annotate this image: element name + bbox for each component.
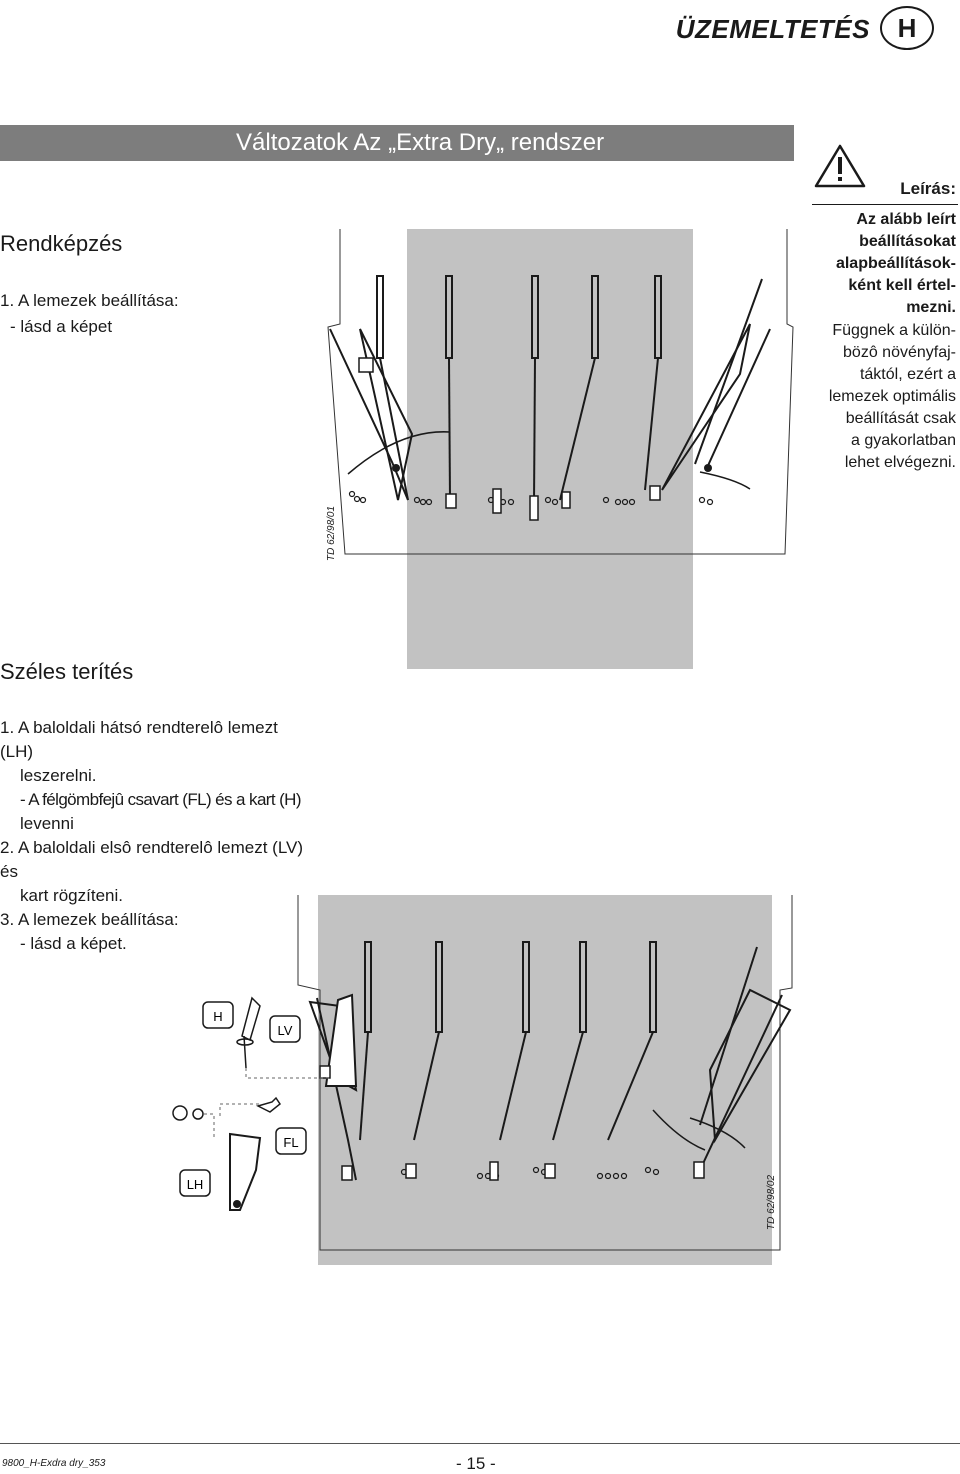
callout-lv [269, 1015, 301, 1043]
page-number: - 15 - [456, 1454, 496, 1473]
label-h: H [213, 1009, 222, 1024]
callout-h [202, 1001, 234, 1029]
note-text: Függnek a külön- bözô növényfaj- táktól,… [828, 322, 956, 471]
section-banner: Változatok Az „Extra Dry„ rendszer [0, 125, 794, 161]
section2-heading: Széles terítés [0, 659, 134, 684]
footer-doc-id: 9800_H-Exdra dry_353 [2, 1458, 106, 1469]
footer-divider [0, 1443, 960, 1444]
label-lh: LH [187, 1177, 204, 1192]
section1-step1-sub: - lásd a képet [10, 317, 113, 336]
label-lv: LV [278, 1023, 293, 1038]
note-text-bold: Az alább leírt beállításokat alapbeállít… [835, 211, 956, 316]
callout-lh [179, 1169, 211, 1197]
callout-fl [275, 1127, 307, 1155]
language-badge: H [880, 6, 934, 50]
section1-step1: 1. A lemezek beállítása: [0, 291, 179, 310]
figure-swath-adjustment: TD 62/98/01 [326, 229, 794, 669]
warning-icon [814, 144, 866, 188]
figure-wide-spread: H LV FL LH TD 62/98/02 [172, 895, 793, 1265]
label-fl: FL [283, 1135, 298, 1150]
section1-heading: Rendképzés [0, 231, 123, 256]
header-title: ÜZEMELTETÉS [675, 14, 870, 44]
figure1-code: TD 62/98/01 [326, 506, 337, 561]
note-divider [812, 204, 958, 205]
banner-title: Változatok Az „Extra Dry„ rendszer [236, 129, 605, 156]
section2-instructions: 1. A baloldali hátsó rendterelô lemezt (… [0, 718, 304, 953]
note-label: Leírás: [900, 179, 956, 198]
figure2-code: TD 62/98/02 [766, 1175, 777, 1230]
